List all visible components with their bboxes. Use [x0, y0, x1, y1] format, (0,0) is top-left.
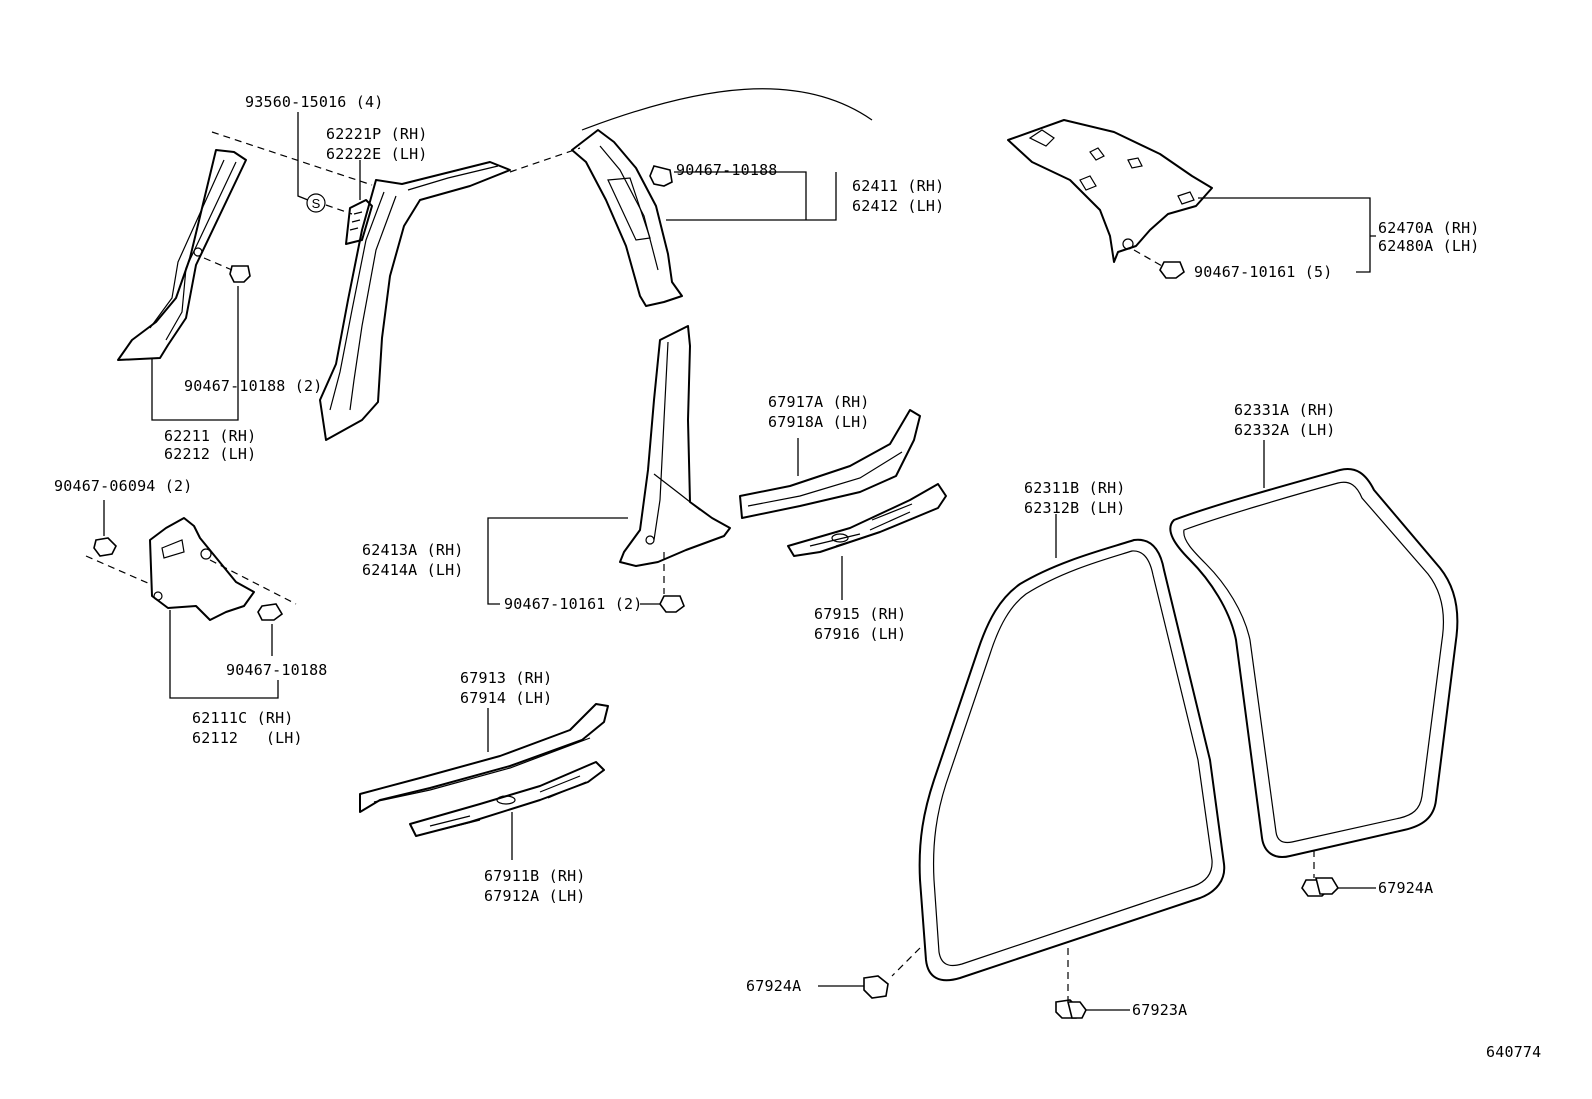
- label-62331a: 62331A (RH): [1234, 401, 1336, 419]
- assist-grip: [345, 199, 373, 245]
- rear-scuff-plate: [787, 483, 947, 557]
- front-scuff-step: [359, 703, 609, 813]
- center-lower-leader: [487, 517, 628, 605]
- roof-edge-line: [581, 88, 873, 131]
- diagram-number: 640774: [1486, 1043, 1542, 1061]
- label-67918a: 67918A (LH): [768, 413, 870, 431]
- label-62470a: 62470A (RH): [1378, 219, 1480, 237]
- quarter-clip: [1133, 249, 1185, 279]
- front-scuff-plate: [409, 761, 605, 837]
- label-67916: 67916 (LH): [814, 625, 907, 643]
- clip-67924-rear: [1301, 877, 1340, 897]
- label-67924a-front: 67924A: [746, 977, 802, 995]
- label-90467-10161-2: 90467-10161 (2): [504, 595, 643, 613]
- label-62222e: 62222E (LH): [326, 145, 428, 163]
- cowl-clip-06094: [93, 537, 117, 557]
- rear-door-weatherstrip: [1169, 468, 1459, 858]
- clip-67923: [1055, 999, 1087, 1019]
- label-67912a: 67912A (LH): [484, 887, 586, 905]
- label-67924a-rear: 67924A: [1378, 879, 1434, 897]
- label-90467-06094: 90467-06094 (2): [54, 477, 193, 495]
- label-62312b: 62312B (LH): [1024, 499, 1126, 517]
- quarter-leader: [1198, 197, 1376, 273]
- label-67923a: 67923A: [1132, 1001, 1188, 1019]
- label-90467-10188-b: 90467-10188: [676, 161, 778, 179]
- label-90467-10188-cowl: 90467-10188: [226, 661, 328, 679]
- label-62112: 62112 (LH): [192, 729, 303, 747]
- label-67913: 67913 (RH): [460, 669, 553, 687]
- label-62414a: 62414A (LH): [362, 561, 464, 579]
- cowl-clip-10188: [257, 603, 284, 621]
- body-pillar-frame: [319, 161, 511, 441]
- front-pillar-leader: [151, 286, 239, 421]
- label-62411: 62411 (RH): [852, 177, 945, 195]
- center-pillar-upper-leader: [666, 171, 837, 221]
- center-pillar-upper-garnish: [571, 129, 683, 307]
- label-62221p: 62221P (RH): [326, 125, 428, 143]
- center-lower-clip: [659, 595, 685, 613]
- label-62480a: 62480A (LH): [1378, 237, 1480, 255]
- label-62412: 62412 (LH): [852, 197, 945, 215]
- label-62413a: 62413A (RH): [362, 541, 464, 559]
- label-62111c: 62111C (RH): [192, 709, 294, 727]
- cowl-dash: [85, 555, 297, 605]
- cowl-side-trim: [149, 517, 255, 621]
- clip-67924-front: [863, 975, 889, 999]
- label-67911b: 67911B (RH): [484, 867, 586, 885]
- screw-symbol: S: [306, 193, 326, 213]
- screw-dash: [325, 204, 353, 215]
- label-62311b: 62311B (RH): [1024, 479, 1126, 497]
- cowl-leader: [169, 610, 279, 699]
- front-pillar-garnish: [117, 149, 247, 361]
- label-90467-10188-2: 90467-10188 (2): [184, 377, 323, 395]
- quarter-trim-panel: [1007, 119, 1213, 263]
- label-62212: 62212 (LH): [164, 445, 257, 463]
- rear-scuff-step: [739, 409, 921, 519]
- center-pillar-lower-garnish: [619, 325, 731, 567]
- label-90467-10161-5: 90467-10161 (5): [1194, 263, 1333, 281]
- front-pillar-clip: [203, 257, 251, 283]
- label-67917a: 67917A (RH): [768, 393, 870, 411]
- front-door-weatherstrip: [918, 538, 1226, 982]
- label-67915: 67915 (RH): [814, 605, 907, 623]
- bolt-leader: [297, 112, 309, 201]
- label-62211: 62211 (RH): [164, 427, 257, 445]
- roof-centerline: [211, 131, 373, 186]
- label-62332a: 62332A (LH): [1234, 421, 1336, 439]
- front-weather-dash: [891, 947, 921, 977]
- screw-symbol-letter: S: [312, 196, 321, 211]
- roof-centerline-2: [509, 147, 581, 173]
- center-pillar-upper-clip: [649, 165, 673, 187]
- label-67914: 67914 (LH): [460, 689, 553, 707]
- label-93560-15016: 93560-15016 (4): [245, 93, 384, 111]
